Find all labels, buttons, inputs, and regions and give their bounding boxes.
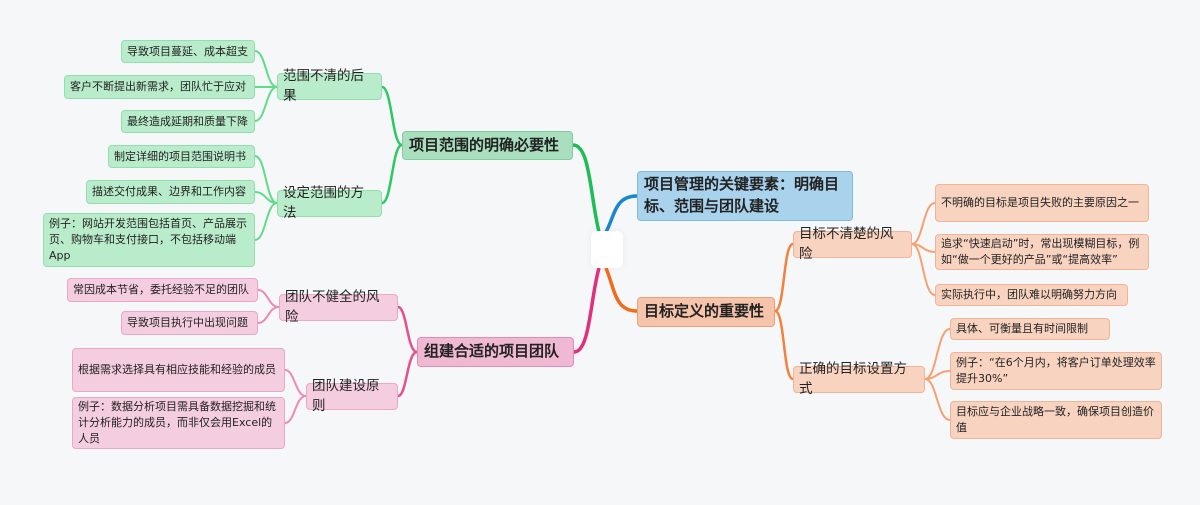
leaf-node[interactable]: 制定详细的项目范围说明书 bbox=[108, 145, 255, 168]
node-team-risks[interactable]: 团队不健全的风险 bbox=[279, 289, 398, 325]
leaf-node[interactable]: 例子：“在6个月内，将客户订单处理效率提升30%” bbox=[950, 352, 1162, 390]
branch-team[interactable]: 组建合适的项目团队 bbox=[417, 337, 574, 367]
leaf-node[interactable]: 导致项目蔓延、成本超支 bbox=[121, 40, 255, 63]
leaf-node[interactable]: 常因成本节省，委托经验不足的团队 bbox=[67, 278, 258, 302]
leaf-node[interactable]: 根据需求选择具有相应技能和经验的成员 bbox=[72, 348, 285, 392]
node-goal-methods[interactable]: 正确的目标设置方式 bbox=[793, 361, 925, 397]
leaf-node[interactable]: 导致项目执行中出现问题 bbox=[121, 311, 258, 335]
node-scope-consequences[interactable]: 范围不清的后果 bbox=[277, 68, 382, 104]
leaf-node[interactable]: 最终造成延期和质量下降 bbox=[121, 110, 255, 133]
leaf-node[interactable]: 目标应与企业战略一致，确保项目创造价值 bbox=[950, 401, 1162, 439]
branch-scope[interactable]: 项目范围的明确必要性 bbox=[402, 131, 573, 160]
leaf-node[interactable]: 追求“快速启动”时，常出现模糊目标，例如“做一个更好的产品”或“提高效率” bbox=[935, 234, 1149, 270]
leaf-node[interactable]: 不明确的目标是项目失败的主要原因之一 bbox=[935, 184, 1149, 222]
title-node[interactable]: 项目管理的关键要素：明确目标、范围与团队建设 bbox=[637, 171, 853, 221]
leaf-node[interactable]: 客户不断提出新需求，团队忙于应对 bbox=[64, 75, 255, 99]
leaf-node[interactable]: 实际执行中，团队难以明确努力方向 bbox=[935, 284, 1128, 306]
root-node[interactable] bbox=[591, 231, 623, 268]
leaf-node[interactable]: 例子：网站开发范围包括首页、产品展示页、购物车和支付接口，不包括移动端App bbox=[43, 213, 255, 267]
node-scope-methods[interactable]: 设定范围的方法 bbox=[277, 185, 382, 221]
node-goal-risks[interactable]: 目标不清楚的风险 bbox=[793, 226, 912, 262]
leaf-node[interactable]: 具体、可衡量且有时间限制 bbox=[950, 318, 1110, 340]
leaf-node[interactable]: 描述交付成果、边界和工作内容 bbox=[86, 180, 255, 204]
leaf-node[interactable]: 例子：数据分析项目需具备数据挖掘和统计分析能力的成员，而非仅会用Excel的人员 bbox=[72, 397, 285, 449]
node-team-principles[interactable]: 团队建设原则 bbox=[306, 378, 398, 414]
branch-goals[interactable]: 目标定义的重要性 bbox=[637, 297, 775, 327]
